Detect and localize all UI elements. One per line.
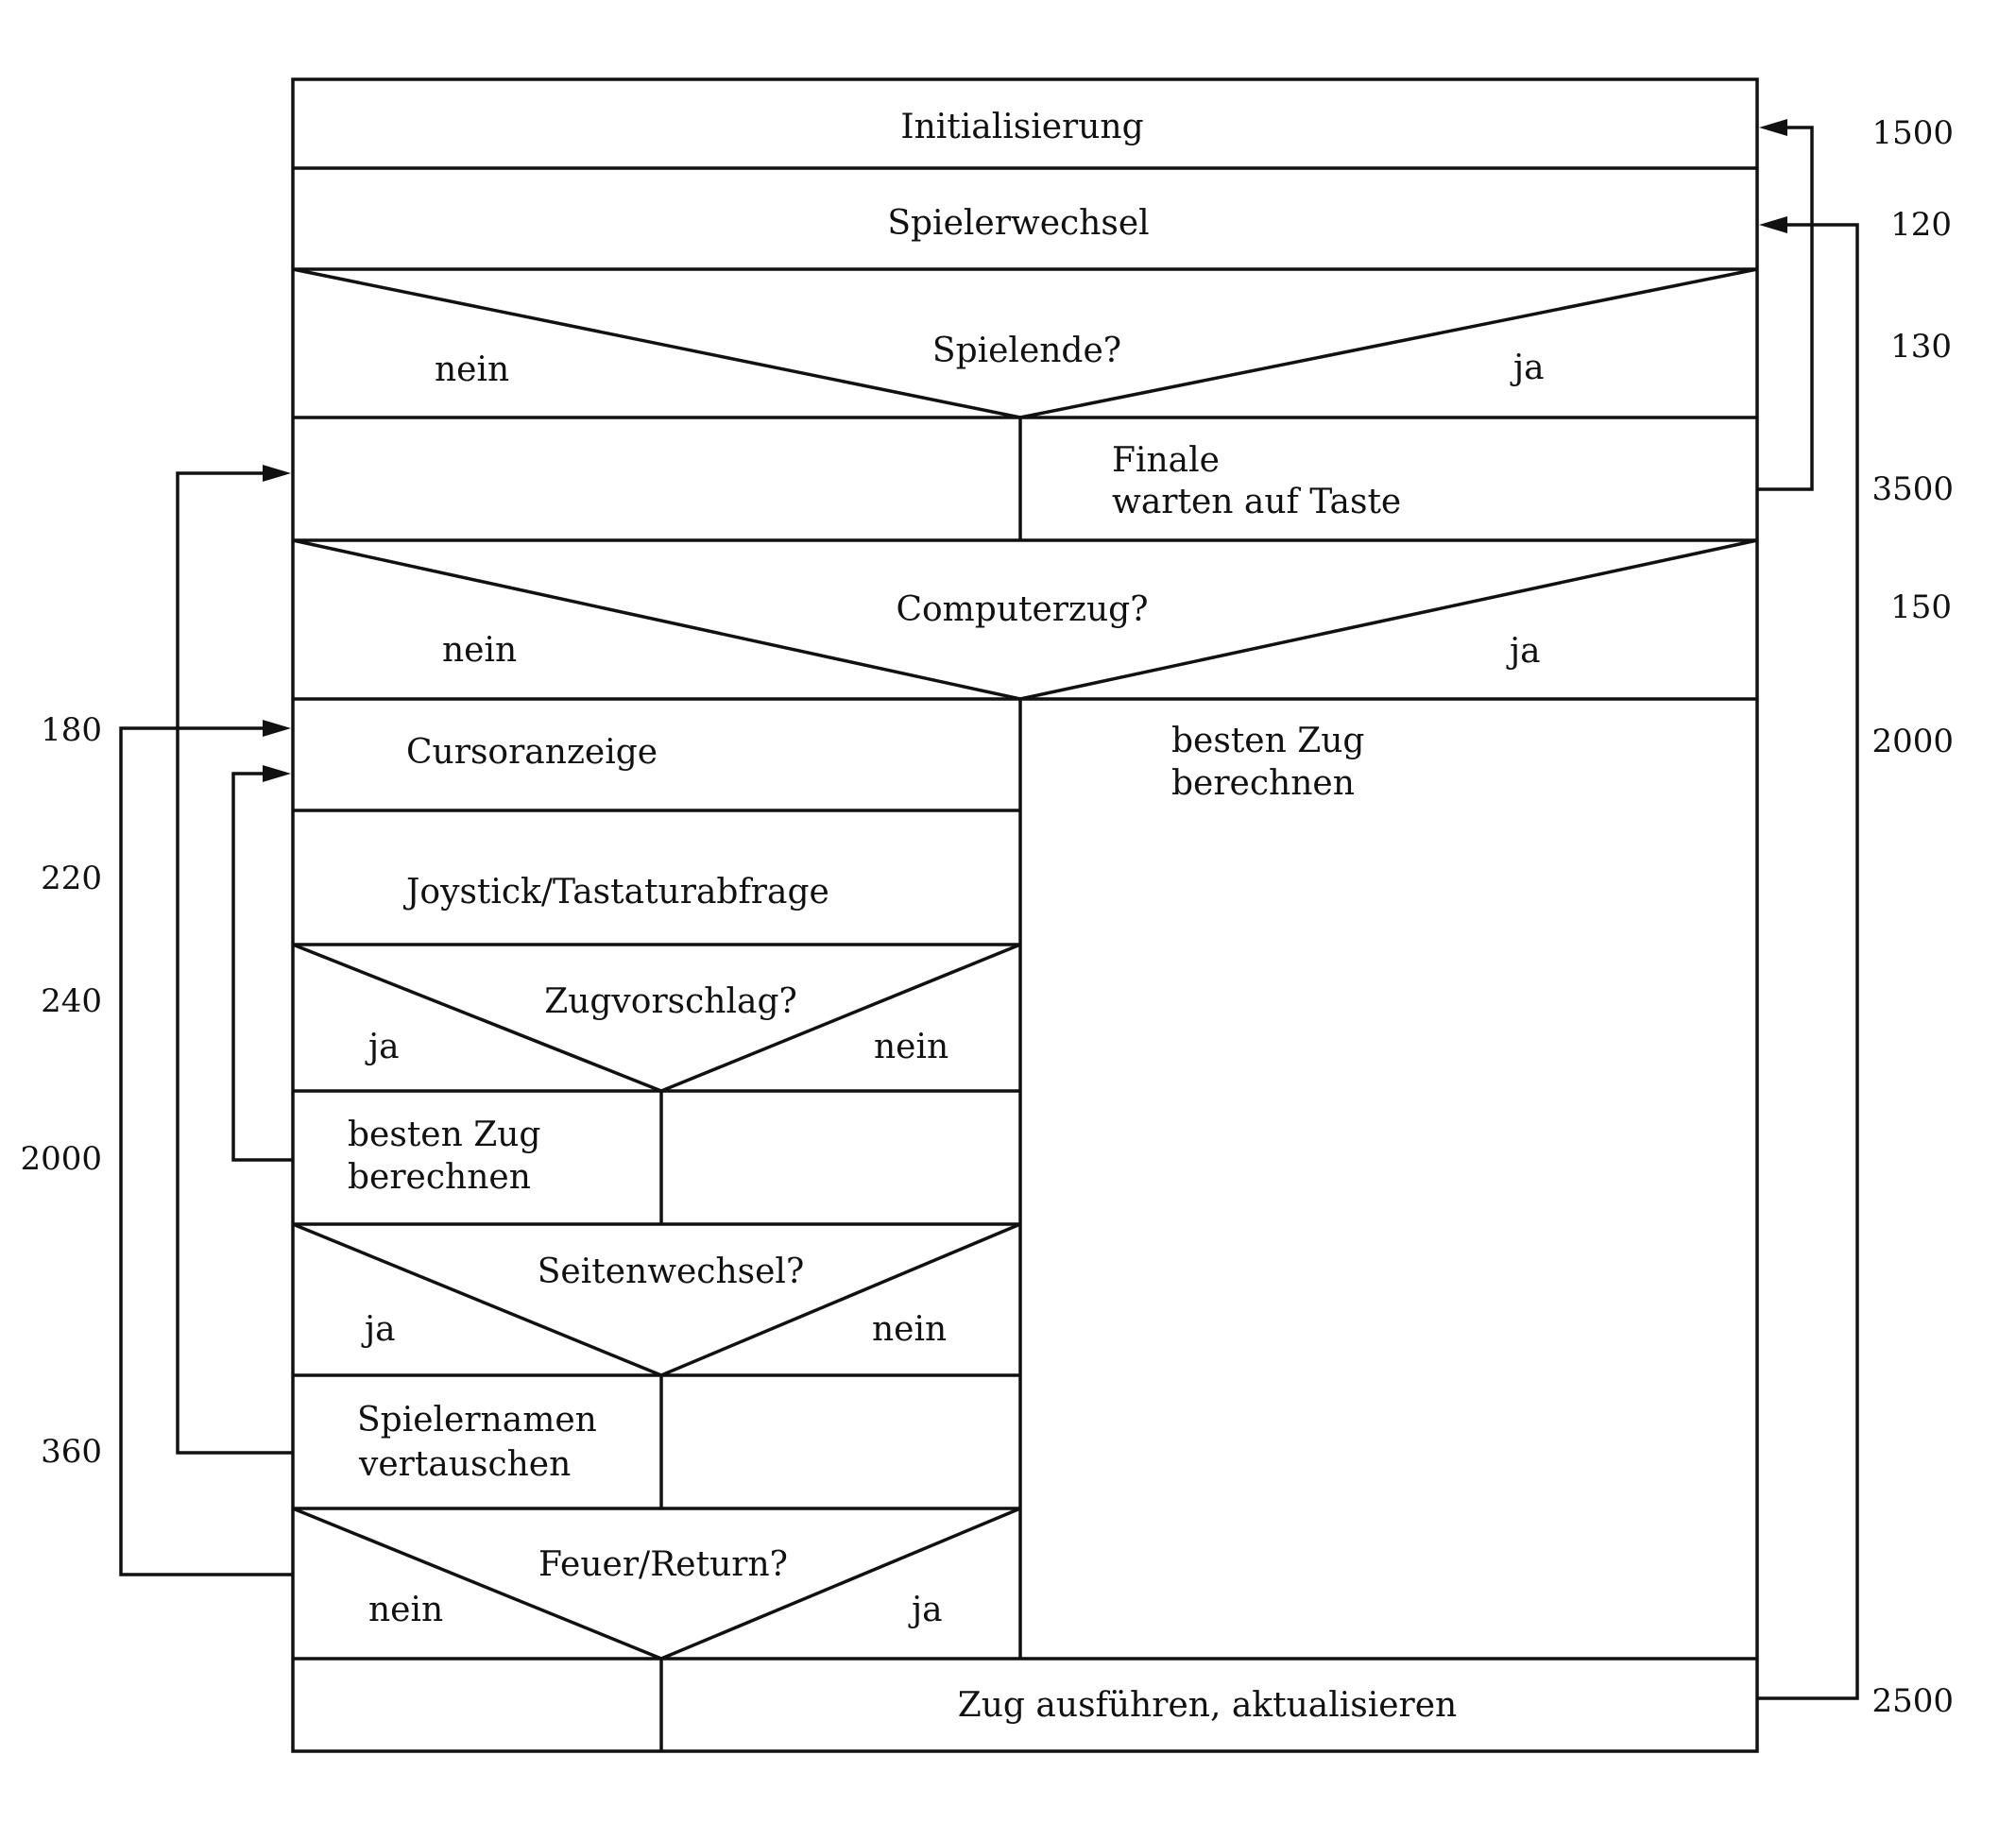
line-numbers-left: 180 220 240 2000 360 (20, 711, 102, 1471)
branch-label-side-change-no: nein (872, 1310, 947, 1349)
line-number-220: 220 (41, 860, 102, 897)
arrow-fire-no-to-cursor (119, 726, 293, 1576)
block-best-move-right-line1: besten Zug (1171, 722, 1364, 760)
branch-label-fire-return-no: nein (368, 1591, 443, 1629)
line-number-360: 360 (41, 1433, 102, 1471)
line-number-1500: 1500 (1871, 114, 1954, 152)
block-best-move-left-line1: besten Zug (348, 1116, 540, 1154)
decision-side-change (292, 1222, 1021, 1377)
arrow-swap-to-game-end-branch (176, 471, 293, 1455)
arrowhead-cursor-inner (263, 765, 291, 782)
arrowhead-game-end-branch (263, 465, 291, 482)
line-number-2500: 2500 (1871, 1682, 1954, 1720)
line-numbers-right: 1500 120 130 3500 150 2000 2500 (1871, 114, 1954, 1720)
decision-fire-return (292, 1507, 1021, 1661)
line-number-3500: 3500 (1871, 470, 1954, 508)
line-number-180: 180 (41, 711, 102, 749)
decision-label-game-end: Spielende? (932, 332, 1121, 370)
branch-label-computer-move-no: nein (442, 631, 517, 670)
branch-label-side-change-yes: ja (361, 1310, 396, 1349)
arrow-best-move-to-cursor (231, 772, 293, 1162)
block-finale-line2: warten auf Taste (1112, 483, 1401, 521)
block-best-move-left-line2: berechnen (348, 1158, 531, 1197)
arrowhead-cursor-180 (263, 720, 291, 737)
line-number-2000-right: 2000 (1871, 723, 1954, 760)
arrow-finale-to-init (1757, 126, 1814, 491)
line-number-150: 150 (1890, 588, 1952, 626)
block-labels: Initialisierung Spielerwechsel Spielende… (348, 108, 1545, 1725)
decision-label-side-change: Seitenwechsel? (538, 1252, 805, 1291)
arrowhead-player-change (1759, 216, 1787, 233)
diagram-structure (291, 77, 1759, 1753)
line-number-2000-left: 2000 (20, 1140, 102, 1178)
block-finale-line1: Finale (1112, 441, 1220, 480)
block-swap-names-line1: Spielernamen (357, 1401, 597, 1440)
decision-label-move-suggestion: Zugvorschlag? (544, 982, 797, 1021)
block-joystick-query: Joystick/Tastaturabfrage (402, 873, 829, 912)
branch-label-move-suggestion-no: nein (874, 1028, 948, 1066)
outer-frame (291, 77, 1759, 1753)
decision-label-computer-move: Computerzug? (896, 590, 1148, 629)
line-number-240: 240 (41, 982, 102, 1020)
block-swap-names-line2: vertauschen (358, 1445, 571, 1484)
branch-label-computer-move-yes: ja (1506, 632, 1541, 671)
branch-label-game-end-no: nein (435, 350, 509, 389)
decision-computer-move (292, 538, 1758, 701)
decision-move-suggestion (292, 943, 1021, 1093)
line-number-130: 130 (1890, 328, 1952, 366)
block-spielerwechsel: Spielerwechsel (887, 204, 1149, 243)
decision-label-fire-return: Feuer/Return? (538, 1545, 788, 1584)
line-number-120: 120 (1890, 206, 1952, 244)
arrowhead-init (1759, 119, 1787, 136)
branch-label-move-suggestion-yes: ja (365, 1028, 400, 1066)
arrow-execute-to-player-change (1757, 223, 1859, 1700)
block-best-move-right-line2: berechnen (1171, 764, 1355, 803)
branch-label-fire-return-yes: ja (908, 1591, 943, 1629)
branch-label-game-end-yes: ja (1510, 349, 1545, 387)
block-execute-move: Zug ausführen, aktualisieren (958, 1686, 1458, 1725)
jump-arrows (119, 119, 1859, 1700)
block-initialisierung: Initialisierung (900, 108, 1143, 146)
decision-game-end (292, 267, 1758, 419)
block-cursoranzeige: Cursoranzeige (406, 733, 658, 772)
